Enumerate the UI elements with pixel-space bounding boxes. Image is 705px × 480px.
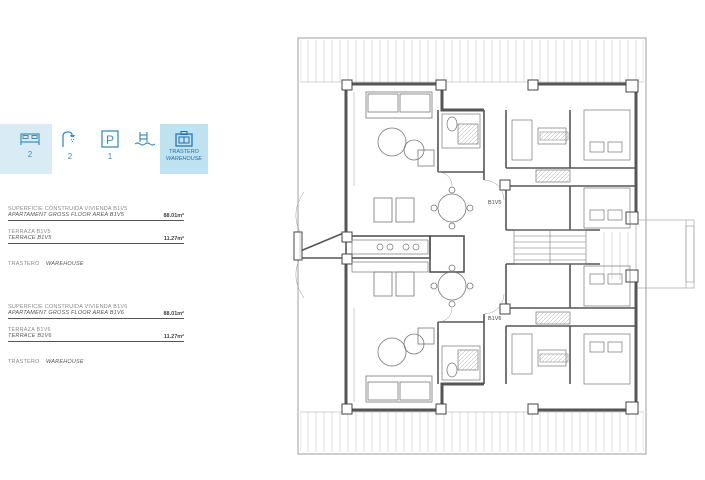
row-rule xyxy=(8,220,184,221)
shower-icon xyxy=(62,131,75,147)
unit-label-b1v6: B1V6 xyxy=(488,316,501,322)
amenities-bar: 2 2 P 1 xyxy=(0,124,210,174)
gross-area-value: 88.01m² xyxy=(163,311,185,317)
door-swings xyxy=(295,171,505,323)
storage-row-label-es: TRASTERO xyxy=(8,359,40,365)
gross-area-label-en: APARTAMENT GROSS FLOOR AREA B1V5 xyxy=(8,212,125,218)
storage-row-label-en: WAREHOUSE xyxy=(46,359,84,365)
terrace-boundary xyxy=(297,37,647,455)
right-extension xyxy=(635,219,695,289)
storage-label-es: TRASTERO xyxy=(169,149,199,155)
storage-label-en: WAREHOUSE xyxy=(166,155,202,162)
row-rule xyxy=(8,243,184,244)
bed-icon xyxy=(20,133,40,145)
kitchen-counter xyxy=(351,239,429,273)
terrace-label-en: TERRACE B1V5 xyxy=(8,235,52,241)
unit-label-b1v5: B1V5 xyxy=(488,200,501,206)
gross-area-row: SUPERFICIE CONSTRUIDA VIVIENDA B1V5 APAR… xyxy=(8,206,184,229)
interior-walls xyxy=(297,110,636,384)
specs-unit-b1v5: SUPERFICIE CONSTRUIDA VIVIENDA B1V5 APAR… xyxy=(8,206,184,275)
bathrooms-count: 2 xyxy=(67,152,73,161)
bottom-pergola xyxy=(300,412,644,452)
amenity-bedrooms: 2 xyxy=(10,124,50,174)
specs-unit-b1v6: SUPERFICIE CONSTRUIDA VIVIENDA B1V6 APAR… xyxy=(8,304,184,373)
terrace-row: TERRAZA B1V6 TERRACE B1V6 11.27m² xyxy=(8,327,184,350)
stairs xyxy=(513,229,587,265)
amenity-band-right xyxy=(160,124,208,174)
amenity-pool xyxy=(124,124,164,174)
amenity-bathrooms: 2 xyxy=(50,124,90,174)
exterior-walls xyxy=(344,82,638,412)
storage-row-label-en: WAREHOUSE xyxy=(46,261,84,267)
parking-glyph: P xyxy=(106,133,114,147)
bedroom-furniture xyxy=(535,109,631,385)
railings xyxy=(299,92,355,402)
parking-icon: P xyxy=(101,130,119,148)
parking-count: 1 xyxy=(107,152,113,161)
bathroom-top xyxy=(441,113,567,161)
living-furniture-top xyxy=(365,91,474,230)
structural-columns xyxy=(293,79,639,415)
bedrooms-count: 2 xyxy=(27,150,33,159)
terrace-value: 11.27m² xyxy=(163,334,184,340)
bathroom-bottom xyxy=(441,333,567,381)
living-furniture-bottom xyxy=(365,264,474,403)
storage-row-label-es: TRASTERO xyxy=(8,261,40,267)
terrace-label-es: TERRAZA B1V5 xyxy=(8,229,51,235)
amenity-storage: TRASTERO WAREHOUSE xyxy=(164,124,204,174)
storage-label: TRASTERO WAREHOUSE xyxy=(164,149,204,162)
gross-area-label-en: APARTAMENT GROSS FLOOR AREA B1V6 xyxy=(8,310,125,316)
gross-area-value: 88.01m² xyxy=(163,213,185,219)
storage-row: TRASTERO WAREHOUSE xyxy=(8,350,184,373)
gross-area-label-es: SUPERFICIE CONSTRUIDA VIVIENDA B1V5 xyxy=(8,206,128,212)
terrace-row: TERRAZA B1V5 TERRACE B1V5 11.27m² xyxy=(8,229,184,252)
terrace-value: 11.27m² xyxy=(163,236,184,242)
row-rule xyxy=(8,341,184,342)
terrace-label-es: TERRAZA B1V6 xyxy=(8,327,51,333)
storage-row: TRASTERO WAREHOUSE xyxy=(8,252,184,275)
terrace-label-en: TERRACE B1V6 xyxy=(8,333,52,339)
amenity-band-left xyxy=(0,124,52,174)
storage-icon xyxy=(175,131,193,147)
row-rule xyxy=(8,318,184,319)
wardrobes xyxy=(536,131,570,363)
gross-area-label-es: SUPERFICIE CONSTRUIDA VIVIENDA B1V6 xyxy=(8,304,128,310)
amenity-parking: P 1 xyxy=(90,124,130,174)
top-pergola xyxy=(300,40,644,82)
gross-area-row: SUPERFICIE CONSTRUIDA VIVIENDA B1V6 APAR… xyxy=(8,304,184,327)
pool-icon xyxy=(134,132,155,146)
